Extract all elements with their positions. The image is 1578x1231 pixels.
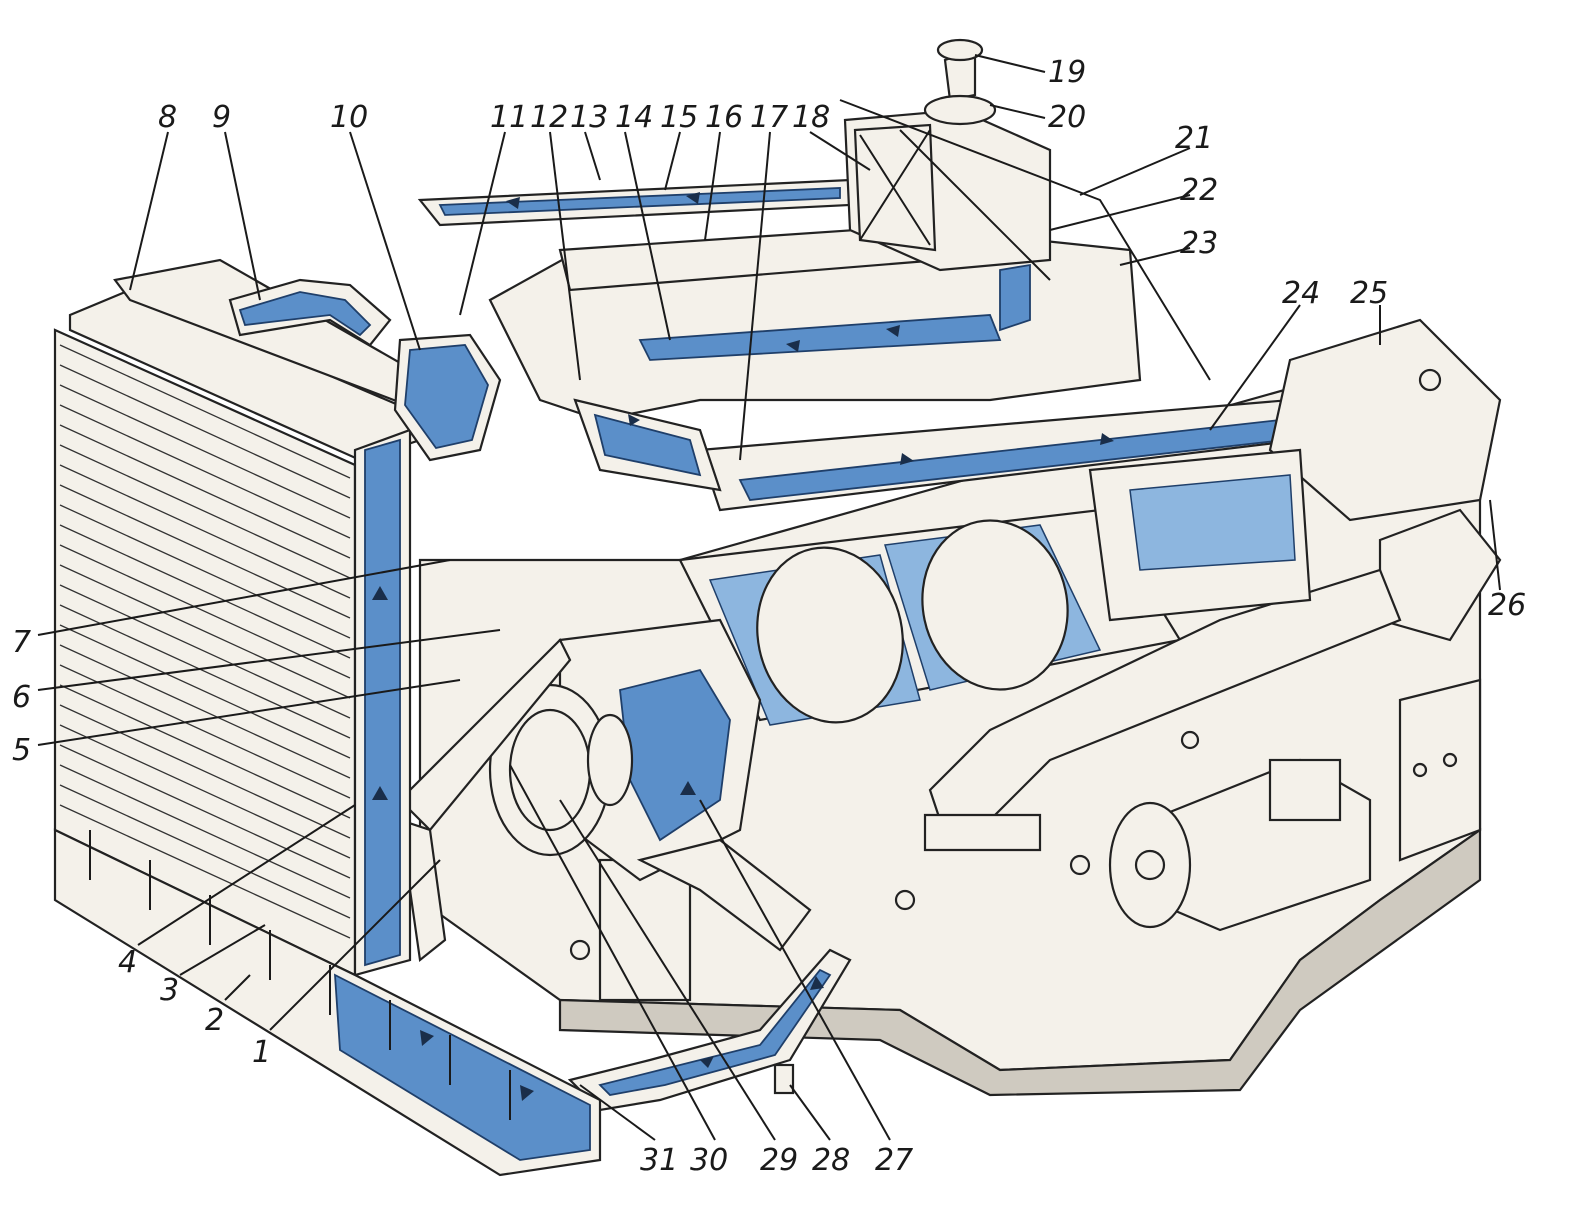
manifold-coolant-channel [638, 314, 1002, 361]
thermostat [393, 333, 502, 462]
fan-blade [398, 638, 572, 963]
callout-16: 16 [705, 100, 743, 135]
callout-5: 5 [12, 733, 31, 768]
filter-housing [1268, 318, 1502, 522]
callout-28: 28 [812, 1143, 850, 1178]
radiator [53, 258, 602, 1177]
leader-lines [37, 54, 1501, 1141]
callout-labels: 1 2 3 4 5 6 7 8 9 10 11 12 13 14 15 16 1… [12, 55, 1526, 1178]
callout-18: 18 [792, 100, 830, 135]
callout-26: 26 [1488, 588, 1526, 623]
callout-23: 23 [1180, 226, 1218, 261]
rear-coolant-passage [1088, 448, 1312, 622]
callout-30: 30 [690, 1143, 728, 1178]
callout-9: 9 [212, 100, 231, 135]
flywheel-housing-plate [1398, 678, 1482, 862]
callout-14: 14 [615, 100, 653, 135]
callout-22: 22 [1180, 173, 1218, 208]
callout-20: 20 [1048, 100, 1086, 135]
callout-1: 1 [252, 1035, 271, 1070]
callout-19: 19 [1048, 55, 1086, 90]
left-water-jacket-pipe [573, 398, 722, 492]
starter-motor [1108, 758, 1372, 932]
callout-27: 27 [875, 1143, 913, 1178]
callout-6: 6 [12, 680, 31, 715]
callout-12: 12 [530, 100, 568, 135]
expansion-tank [839, 99, 1211, 381]
bottom-tank-coolant [333, 973, 591, 1161]
callout-3: 3 [160, 973, 179, 1008]
callout-4: 4 [118, 945, 137, 980]
callout-13: 13 [570, 100, 608, 135]
callout-25: 25 [1350, 276, 1388, 311]
water-pump [488, 618, 762, 882]
drain-valve [773, 1063, 795, 1095]
filler-cap [923, 38, 997, 126]
callout-29: 29 [760, 1143, 798, 1178]
exhaust-pipe [923, 568, 1402, 852]
callout-15: 15 [660, 100, 698, 135]
callout-8: 8 [158, 100, 177, 135]
callout-10: 10 [330, 100, 368, 135]
callout-17: 17 [750, 100, 788, 135]
callout-31: 31 [640, 1143, 678, 1178]
callout-7: 7 [12, 625, 31, 660]
lower-radiator-hose [567, 948, 852, 1112]
radiator-tubes-coolant [364, 438, 401, 967]
callout-11: 11 [490, 100, 528, 135]
callout-2: 2 [205, 1003, 224, 1038]
upper-radiator-hose [228, 278, 392, 347]
callout-24: 24 [1282, 276, 1320, 311]
callout-21: 21 [1175, 121, 1213, 156]
coolant-flow-arrows [372, 192, 1114, 1101]
radiator-core-fins [59, 344, 351, 939]
